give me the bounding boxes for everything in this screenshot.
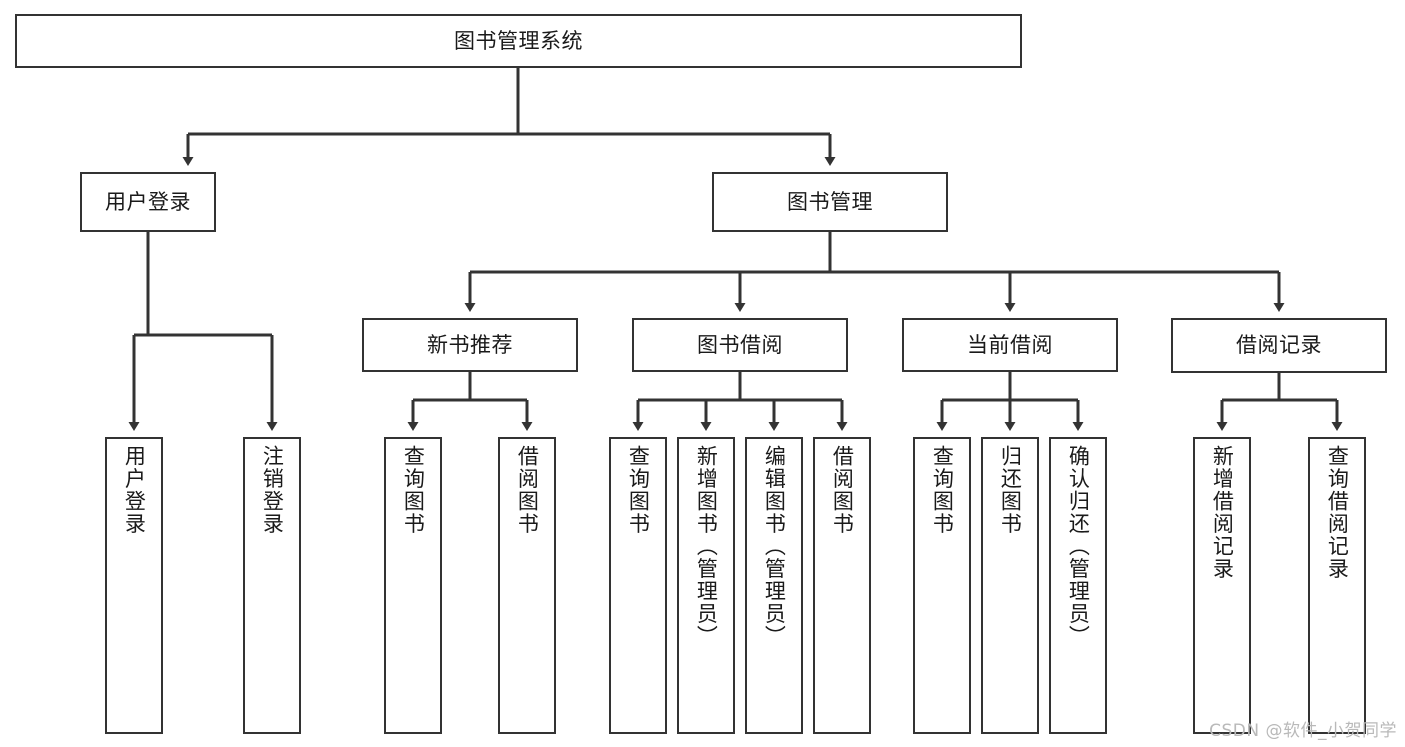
node-borrow-record[interactable]: 借阅记录 (1171, 318, 1387, 373)
leaf-borrow-books[interactable]: 借阅图书 (813, 437, 871, 734)
node-label: 新增图书（管理员） (694, 445, 719, 648)
node-book-borrow[interactable]: 图书借阅 (632, 318, 848, 372)
node-new-book-recommend[interactable]: 新书推荐 (362, 318, 578, 372)
node-label: 查询图书 (626, 445, 651, 535)
node-label: 借阅记录 (1236, 333, 1322, 358)
leaf-edit-book-admin[interactable]: 编辑图书（管理员） (745, 437, 803, 734)
node-label: 查询借阅记录 (1325, 445, 1350, 580)
node-label: 当前借阅 (967, 332, 1053, 357)
leaf-logout[interactable]: 注销登录 (243, 437, 301, 734)
node-label: 归还图书 (998, 445, 1023, 535)
node-label: 新增借阅记录 (1210, 445, 1235, 580)
leaf-confirm-return-admin[interactable]: 确认归还（管理员） (1049, 437, 1107, 734)
node-label: 图书管理 (787, 189, 873, 214)
watermark: CSDN @软件_小贺同学 (1209, 721, 1397, 741)
leaf-user-login[interactable]: 用户登录 (105, 437, 163, 734)
leaf-query-books-recommend[interactable]: 查询图书 (384, 437, 442, 734)
node-user-login[interactable]: 用户登录 (80, 172, 216, 232)
node-label: 图书管理系统 (454, 28, 583, 53)
node-label: 新书推荐 (427, 332, 513, 357)
node-label: 确认归还（管理员） (1066, 445, 1091, 648)
node-label: 图书借阅 (697, 332, 783, 357)
leaf-query-books-current[interactable]: 查询图书 (913, 437, 971, 734)
node-label: 用户登录 (122, 445, 147, 535)
leaf-query-borrow-record[interactable]: 查询借阅记录 (1308, 437, 1366, 734)
leaf-add-book-admin[interactable]: 新增图书（管理员） (677, 437, 735, 734)
node-label: 用户登录 (105, 189, 191, 214)
node-label: 编辑图书（管理员） (762, 445, 787, 648)
node-label: 注销登录 (260, 445, 285, 535)
leaf-return-books[interactable]: 归还图书 (981, 437, 1039, 734)
leaf-borrow-books-recommend[interactable]: 借阅图书 (498, 437, 556, 734)
node-book-management[interactable]: 图书管理 (712, 172, 948, 232)
node-label: 查询图书 (930, 445, 955, 535)
node-label: 借阅图书 (830, 445, 855, 535)
node-current-borrow[interactable]: 当前借阅 (902, 318, 1118, 372)
node-label: 借阅图书 (515, 445, 540, 535)
node-label: 查询图书 (401, 445, 426, 535)
leaf-add-borrow-record[interactable]: 新增借阅记录 (1193, 437, 1251, 734)
node-root-library-management-system[interactable]: 图书管理系统 (15, 14, 1022, 68)
leaf-query-books-borrow[interactable]: 查询图书 (609, 437, 667, 734)
